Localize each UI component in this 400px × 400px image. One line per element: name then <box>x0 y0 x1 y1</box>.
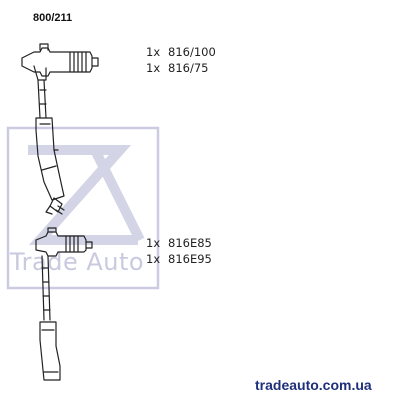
cable-1-connector <box>21 43 99 81</box>
cable-2-boot <box>39 321 61 381</box>
list-item: 1x 816E95 <box>146 251 212 267</box>
watermark-text: Trade Auto <box>10 248 145 276</box>
cable-2-wire <box>41 255 51 321</box>
item-code: 816E85 <box>168 236 212 250</box>
item-qty: 1x <box>146 45 161 59</box>
item-qty: 1x <box>146 236 161 250</box>
list-item: 1x 816/75 <box>146 60 216 76</box>
kit-part-number: 800/211 <box>33 12 73 24</box>
item-code: 816/100 <box>168 45 216 59</box>
list-item: 1x 816E85 <box>146 235 212 251</box>
cable-1-terminal <box>45 197 65 215</box>
cable-2-connector <box>35 227 93 257</box>
item-qty: 1x <box>146 252 161 266</box>
cable-1-boot <box>35 117 65 201</box>
cable-1-wire <box>37 79 47 119</box>
site-url-watermark: tradeauto.com.ua <box>255 377 372 393</box>
cable-1-part-list: 1x 816/100 1x 816/75 <box>146 44 216 76</box>
item-code: 816/75 <box>168 61 209 75</box>
item-code: 816E95 <box>168 252 212 266</box>
item-qty: 1x <box>146 61 161 75</box>
list-item: 1x 816/100 <box>146 44 216 60</box>
cable-2-part-list: 1x 816E85 1x 816E95 <box>146 235 212 267</box>
